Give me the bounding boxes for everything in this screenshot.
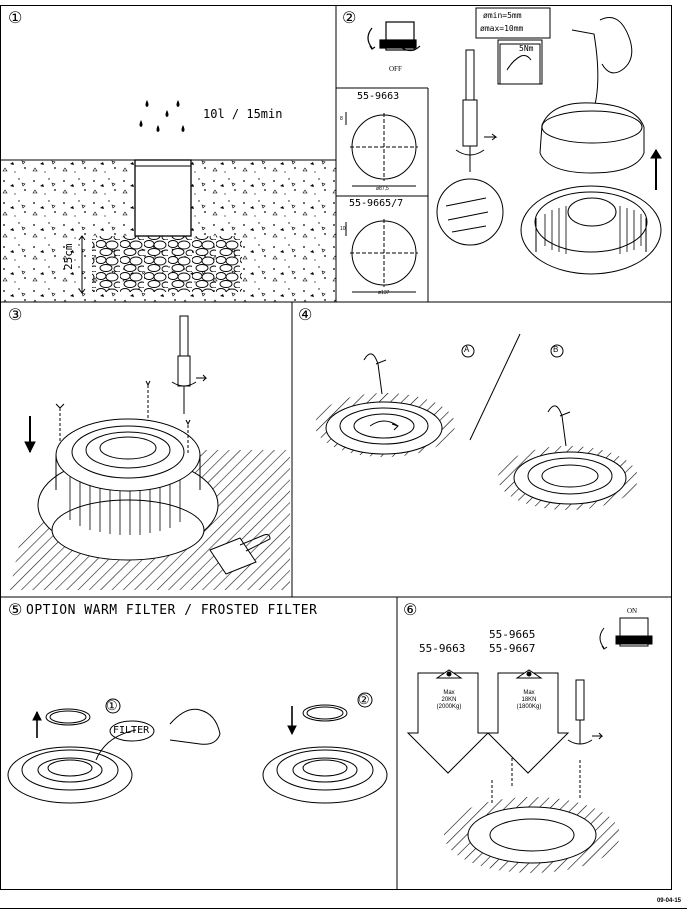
switch-off-icon: [367, 21, 421, 52]
option-b-label: B: [553, 345, 559, 354]
step2-switch-state: OFF: [389, 65, 402, 73]
step4-drawings: [315, 333, 638, 510]
step3-installation-drawing: [10, 315, 290, 590]
torque-value: 5Nm: [519, 44, 534, 53]
step5-title: OPTION WARM FILTER / FROSTED FILTER: [26, 603, 318, 618]
step5-drawings: [7, 692, 388, 804]
filter-label: FILTER: [113, 725, 150, 736]
step2-number: ②: [342, 8, 357, 27]
rain-drops-icon: [139, 100, 185, 132]
model-b1: 55-9665: [489, 628, 536, 641]
panel-frame: [0, 5, 672, 890]
step4-number: ④: [298, 305, 313, 324]
model-b2: 55-9667: [489, 642, 536, 655]
load-b-line1: Max: [523, 690, 535, 696]
step5-sub1: ①: [106, 698, 118, 713]
cutout-b-side: 10: [340, 226, 346, 232]
step1-number: ①: [8, 8, 23, 27]
cutout-drawing-a: [345, 112, 418, 187]
cutout-b-model: 55-9665/7: [349, 198, 404, 209]
load-a: Max 20KN (2000Kg): [433, 690, 465, 711]
cable-min: ømin=5mm: [483, 11, 522, 20]
load-b: Max 18KN (1800Kg): [513, 690, 545, 711]
load-a-line1: Max: [443, 690, 455, 696]
step1-rain-rate: 10l / 15min: [203, 107, 283, 121]
cutout-b-diameter: ø137: [378, 290, 390, 296]
cutout-a-diameter: ø87,5: [376, 186, 389, 192]
load-b-line3: (1800Kg): [516, 704, 542, 710]
wiring-drawing: [436, 7, 662, 275]
date-code: 09-04-15: [656, 898, 681, 904]
step6-drawings: [406, 617, 653, 873]
option-a-label: A: [464, 345, 470, 354]
bottom-rule: [0, 908, 687, 909]
load-b-line2: 18KN: [521, 697, 537, 703]
step5-number: ⑤: [8, 600, 23, 619]
model-a: 55-9663: [419, 642, 466, 655]
cutout-drawing-b: [345, 219, 418, 293]
step6-switch-state: ON: [627, 607, 638, 615]
step1-ground-section: [0, 159, 336, 302]
load-a-line3: (2000Kg): [436, 704, 462, 710]
cutout-a-side: 8: [340, 116, 343, 122]
load-a-line2: 20KN: [441, 697, 457, 703]
cutout-a-model: 55-9663: [357, 91, 400, 102]
cable-max: ømax=10mm: [480, 24, 524, 33]
step1-depth: 25cm: [62, 243, 75, 271]
step5-sub2: ②: [358, 692, 370, 707]
step3-number: ③: [8, 305, 23, 324]
step6-number: ⑥: [403, 600, 418, 619]
